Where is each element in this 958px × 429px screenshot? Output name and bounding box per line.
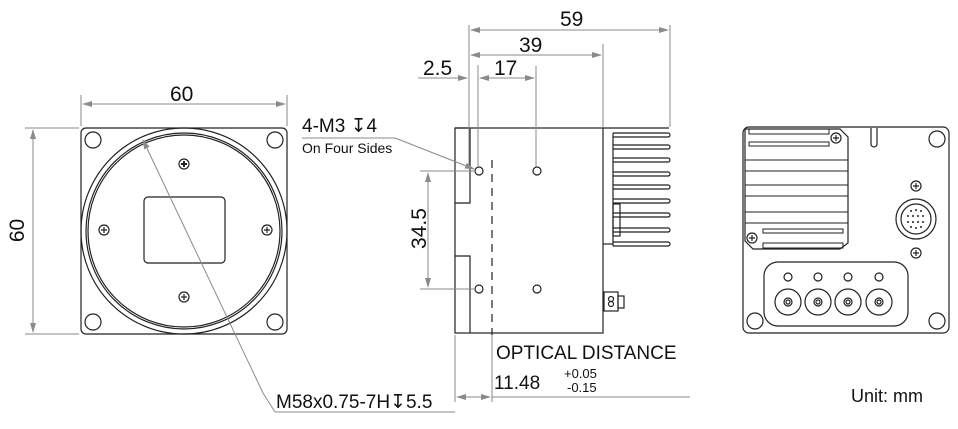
coax-connector-icon	[865, 288, 893, 316]
rear-view	[742, 126, 950, 334]
unit-label: Unit: mm	[851, 386, 923, 406]
screw-icon	[178, 291, 190, 303]
optical-distance-label: OPTICAL DISTANCE	[496, 343, 677, 364]
side-dimensions	[302, 25, 690, 402]
mount-thread-callout: M58x0.75-7H↧5.5	[276, 392, 433, 413]
front-width-dimension: 60	[170, 83, 194, 106]
screw-icon	[830, 132, 842, 144]
body-length-dimension: 39	[519, 34, 543, 57]
hole-offset-dimension: 17	[494, 57, 518, 80]
coax-connector-icon	[834, 288, 862, 316]
flange-offset-dimension: 2.5	[423, 57, 453, 80]
tolerance-upper: +0.05	[564, 366, 597, 381]
front-dimensions	[25, 95, 455, 413]
led-indicator-icon	[843, 272, 853, 282]
coax-connector-icon	[774, 288, 802, 316]
hole-callout: 4-M3 ↧4	[302, 116, 378, 137]
led-indicator-icon	[783, 272, 793, 282]
screw-icon	[98, 224, 110, 236]
power-io-connector-icon	[895, 198, 937, 240]
led-indicator-icon	[874, 272, 884, 282]
front-view	[80, 127, 288, 335]
optical-distance-value: 11.48	[494, 373, 541, 394]
screw-icon	[910, 247, 922, 259]
screw-icon	[261, 224, 273, 236]
led-indicator-icon	[813, 272, 823, 282]
screw-icon	[746, 232, 758, 244]
hole-spacing-dimension: 34.5	[407, 208, 431, 249]
side-connector-icon	[603, 291, 625, 312]
side-view	[454, 127, 671, 334]
heatsink-fins	[603, 127, 671, 247]
hole-callout-note: On Four Sides	[302, 140, 393, 156]
screw-icon	[178, 158, 190, 170]
front-height-dimension: 60	[6, 218, 30, 243]
tolerance-lower: -0.15	[567, 380, 597, 395]
coax-connector-icon	[804, 288, 832, 316]
screw-icon	[910, 180, 922, 192]
overall-length-dimension: 59	[560, 8, 584, 31]
